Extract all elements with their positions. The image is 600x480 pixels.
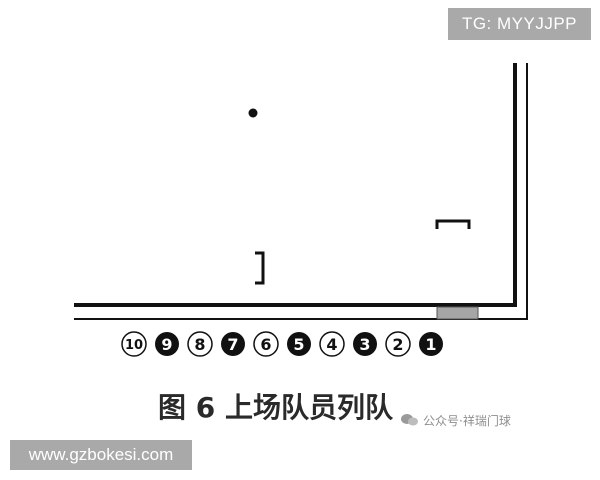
player-number: 3 xyxy=(359,335,370,354)
player-number: 8 xyxy=(194,335,205,354)
player-marker-3: 3 xyxy=(353,332,377,356)
bracket-icon xyxy=(255,251,265,285)
player-number: 7 xyxy=(227,335,238,354)
outer-right-line xyxy=(526,63,528,320)
wechat-icon xyxy=(401,414,418,426)
player-number: 4 xyxy=(326,335,337,354)
watermark-bottom: www.gzbokesi.com xyxy=(10,440,192,470)
court-boundary xyxy=(74,63,528,320)
player-marker-1: 1 xyxy=(419,332,443,356)
player-circle xyxy=(187,331,213,357)
player-circle xyxy=(319,331,345,357)
player-circle xyxy=(253,331,279,357)
player-circle xyxy=(385,331,411,357)
player-number: 6 xyxy=(260,335,271,354)
player-number: 2 xyxy=(392,335,403,354)
player-circle xyxy=(221,332,245,356)
player-circle xyxy=(419,332,443,356)
player-marker-7: 7 xyxy=(221,332,245,356)
player-circle xyxy=(155,332,179,356)
court-right-line xyxy=(513,63,517,307)
player-marker-8: 8 xyxy=(187,331,213,357)
player-number: 1 xyxy=(425,335,436,354)
player-number: 5 xyxy=(293,335,304,354)
player-circle xyxy=(353,332,377,356)
outer-bottom-line xyxy=(74,318,528,320)
source-mark: 公众号·祥瑞门球 xyxy=(400,410,511,430)
player-number: 9 xyxy=(161,335,172,354)
player-marker-10: 10 xyxy=(121,331,147,357)
player-circle xyxy=(287,332,311,356)
player-marker-6: 6 xyxy=(253,331,279,357)
court-bottom-line xyxy=(74,303,516,307)
start-area xyxy=(436,306,479,320)
player-circle xyxy=(121,331,147,357)
dot-icon xyxy=(248,108,258,118)
player-marker-5: 5 xyxy=(287,332,311,356)
source-mark-text: 公众号·祥瑞门球 xyxy=(423,413,511,428)
player-marker-2: 2 xyxy=(385,331,411,357)
player-marker-4: 4 xyxy=(319,331,345,357)
player-number: 10 xyxy=(125,338,143,353)
figure-caption: 图 6 上场队员列队 xyxy=(158,391,393,424)
watermark-top: TG: MYYJJPP xyxy=(448,8,591,40)
bracket-icon xyxy=(435,219,471,229)
player-lineup: 10 9 8 7 6 5 4 3 2 1 xyxy=(121,331,443,357)
player-marker-9: 9 xyxy=(155,332,179,356)
